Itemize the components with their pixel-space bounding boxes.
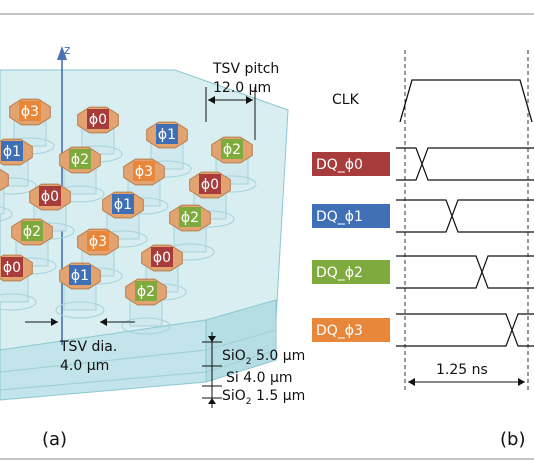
tsv-chip: ϕ2 [165,204,215,261]
phase-box [179,207,201,227]
period-label: 1.25 ns [436,362,488,378]
phase-box [1,257,23,277]
dq-label: DQ_ϕ2 [316,265,363,281]
clk-label: CLK [332,92,360,108]
tsv-chip: ϕ3 [0,168,13,222]
panel-a-tsv-array: z ϕ3 ϕ0 ϕ1 ϕ1 ϕ2 ϕ3 ϕ2 ϕ0 ϕ0 ϕ1 ϕ2 ϕ2 ϕ3 ϕ0 ϕ0 ϕ1 ϕ2 ϕ3 T… [0,43,305,450]
phase-label: ϕ2 [181,210,199,226]
phase-label: ϕ0 [41,189,59,205]
phase-label: ϕ2 [137,284,155,300]
phase-box [69,149,91,169]
layer-boundary-2 [0,371,207,391]
layer-2-label: Si 4.0 μm [226,370,293,386]
dq-label: DQ_ϕ0 [316,157,363,173]
dia-value: 4.0 μm [60,358,109,374]
tsv-chip: ϕ1 [98,191,148,248]
phase-label: ϕ0 [3,260,21,276]
tsv-chip: ϕ1 [142,121,192,178]
dq-label-box [312,260,390,284]
dq-signal-row: DQ_ϕ1 [312,199,534,233]
dq-label: DQ_ϕ1 [316,209,363,225]
phase-box [39,186,61,206]
layer-boundary-1-side [205,329,277,351]
thk-arrowhead-top [208,336,216,342]
phase-label: ϕ0 [89,112,107,128]
tsv-chip-group: ϕ3 ϕ0 ϕ1 ϕ1 ϕ2 ϕ3 ϕ2 ϕ0 ϕ0 ϕ1 ϕ2 ϕ2 ϕ3 ϕ0 ϕ0 ϕ1 ϕ2 ϕ3 [0,98,257,335]
tsv-ring [121,317,171,335]
phase-label: ϕ3 [21,104,39,120]
phase-box [221,139,243,159]
tsv-ring [0,206,13,222]
layer-boundary-2-side [205,349,277,373]
z-axis-arrowhead [57,46,67,60]
pitch-title: TSV pitch [212,61,279,77]
layer-1-label: SiO2 5.0 μm [222,348,305,367]
dq-waveform [396,199,534,233]
phase-label: ϕ1 [3,144,21,160]
phase-box [69,265,91,285]
dq-label-box [312,318,390,342]
dq-signal-row: DQ_ϕ2 [312,255,534,289]
phase-box [151,247,173,267]
tsv-chip: ϕ0 [0,254,37,311]
phase-label: ϕ1 [114,197,132,213]
phase-box [87,231,109,251]
tsv-ring [55,301,105,319]
tsv-ring [0,177,37,195]
tsv-chip: ϕ2 [55,146,105,203]
dq-label: DQ_ϕ3 [316,323,363,339]
pitch-value: 12.0 μm [213,80,271,96]
layer-boundary-1 [0,349,207,373]
phase-box [135,281,157,301]
period-arrowhead-left [408,378,415,386]
clk-waveform [399,79,533,123]
dq-waveform [396,255,534,289]
panel-a-label: (a) [42,429,67,450]
dia-arrowhead-right [100,318,107,326]
layer-3-label: SiO2 1.5 μm [222,388,305,407]
tsv-chip: ϕ1 [55,262,105,319]
dq-label-box [312,204,390,228]
phase-box [133,161,155,181]
dq-signal-row: DQ_ϕ3 [312,313,534,347]
tsv-pillar [0,187,5,215]
slab-side-face [205,299,277,383]
phase-box [199,174,221,194]
panel-b-label: (b) [500,429,525,450]
phase-label: ϕ2 [23,224,41,240]
phase-box [19,101,41,121]
phase-label: ϕ2 [71,152,89,168]
phase-label: ϕ0 [153,250,171,266]
period-arrowhead-right [518,378,525,386]
pitch-arrowhead-left [208,96,215,104]
tsv-chip: ϕ2 [121,278,171,335]
phase-box [1,141,23,161]
phase-label: ϕ2 [223,142,241,158]
phase-box [87,109,109,129]
dq-waveform [396,147,534,181]
pitch-arrowhead-right [246,96,253,104]
phase-box [112,194,134,214]
z-axis-label: z [64,43,70,57]
phase-label: ϕ1 [158,127,176,143]
phase-label: ϕ1 [71,268,89,284]
dq-waveform [396,313,534,347]
tsv-pad [0,168,9,192]
dia-arrowhead-left [51,318,58,326]
dia-title: TSV dia. [59,339,117,355]
dq-label-box [312,152,390,176]
phase-label: ϕ0 [201,177,219,193]
phase-box [21,221,43,241]
dq-signal-row: DQ_ϕ0 [312,147,534,181]
thk-arrowhead-bottom [208,398,216,404]
tsv-ring [0,293,37,311]
phase-box [156,124,178,144]
phase-label: ϕ3 [135,164,153,180]
phase-label: ϕ3 [89,234,107,250]
